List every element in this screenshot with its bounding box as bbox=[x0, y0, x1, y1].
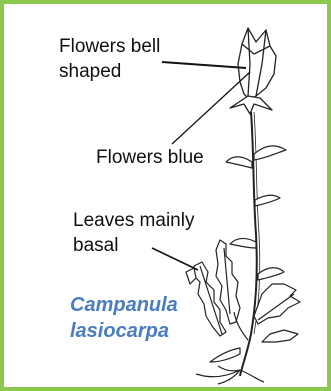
roots bbox=[196, 366, 264, 384]
label-basal-line-2: basal bbox=[73, 233, 194, 258]
species-name: Campanula lasiocarpa bbox=[70, 292, 178, 344]
label-bell-line-1: Flowers bell bbox=[59, 34, 160, 59]
label-leaves-mainly-basal: Leaves mainly basal bbox=[73, 208, 194, 258]
leader-blue bbox=[172, 72, 250, 144]
species-genus: Campanula bbox=[70, 292, 178, 318]
species-epithet: lasiocarpa bbox=[70, 318, 178, 344]
flower-bell bbox=[230, 28, 276, 114]
leader-bell bbox=[162, 62, 246, 68]
label-bell-line-2: shaped bbox=[59, 59, 160, 84]
label-flowers-bell-shaped: Flowers bell shaped bbox=[59, 34, 160, 84]
label-flowers-blue: Flowers blue bbox=[96, 145, 204, 170]
label-basal-line-1: Leaves mainly bbox=[73, 208, 194, 233]
basal-leaves bbox=[186, 240, 300, 362]
